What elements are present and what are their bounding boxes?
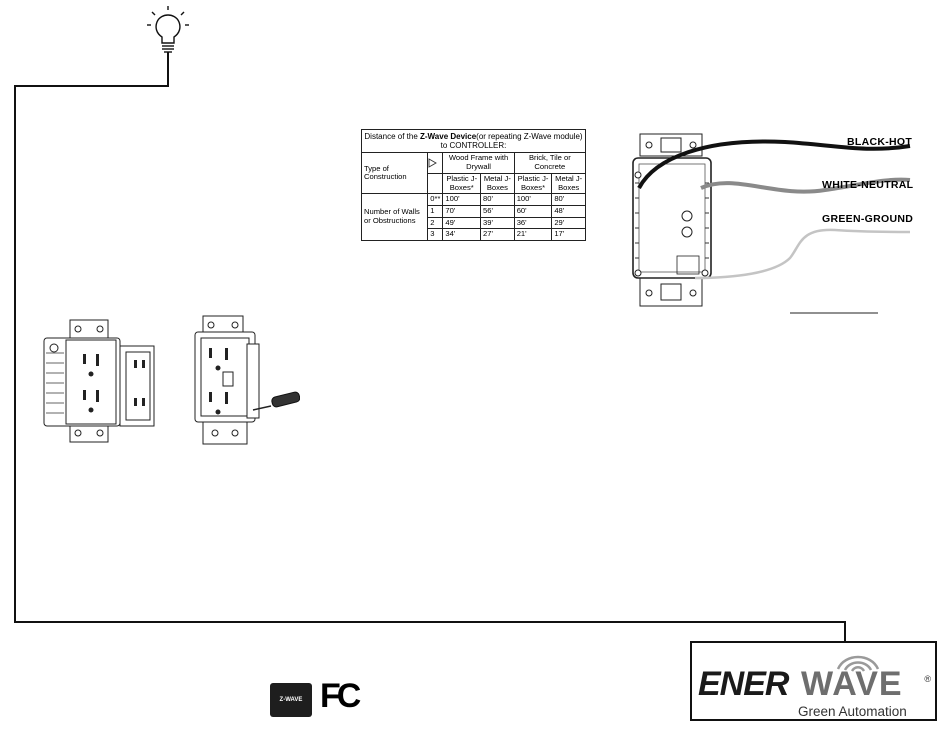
wire-label-white: WHITE-NEUTRAL (822, 179, 914, 191)
wireless-signal-icon (836, 655, 880, 672)
brand-name-wave: WAVE (801, 665, 903, 703)
outlet-icon (43, 319, 155, 443)
light-bulb-icon (147, 6, 189, 53)
table-title: Distance of the Z-Wave Device(or repeati… (361, 128, 586, 154)
table-row: Number of Walls or Obstructions 0** 100'… (360, 193, 586, 242)
group-wood: Wood Frame with Drywall (442, 152, 515, 174)
group-brick: Brick, Tile or Concrete (513, 152, 587, 174)
distance-table: Distance of the Z-Wave Device(or repeati… (360, 128, 587, 242)
screwdriver-icon (252, 391, 300, 411)
row-label: Number of Walls or Obstructions (360, 193, 429, 242)
col-plastic-2: Plastic J-Boxes* (513, 172, 553, 195)
construction-label: Type of Construction (360, 152, 429, 194)
enerwave-logo: ENER WAVE ® Green Automation (690, 641, 937, 721)
table-row: 3 34' 27' 21' 17' (362, 228, 586, 242)
col-metal-1: Metal J-Boxes (480, 172, 515, 195)
col-plastic-1: Plastic J-Boxes* (442, 172, 482, 195)
triangle-arrow-icon (427, 152, 444, 174)
wire-label-green: GREEN-GROUND (822, 213, 914, 225)
zwave-logo: Z-WAVE (270, 683, 312, 717)
wire-label-black: BLACK-HOT (847, 136, 913, 148)
registered-mark: ® (924, 674, 931, 684)
col-metal-2: Metal J-Boxes (551, 172, 586, 195)
brand-name-ener: ENER (698, 665, 789, 703)
fcc-logo: FC (320, 677, 361, 715)
outlet-wiring-diagram (632, 133, 911, 314)
brand-tagline: Green Automation (798, 704, 907, 719)
outlet-with-screwdriver-illustration (194, 315, 300, 445)
